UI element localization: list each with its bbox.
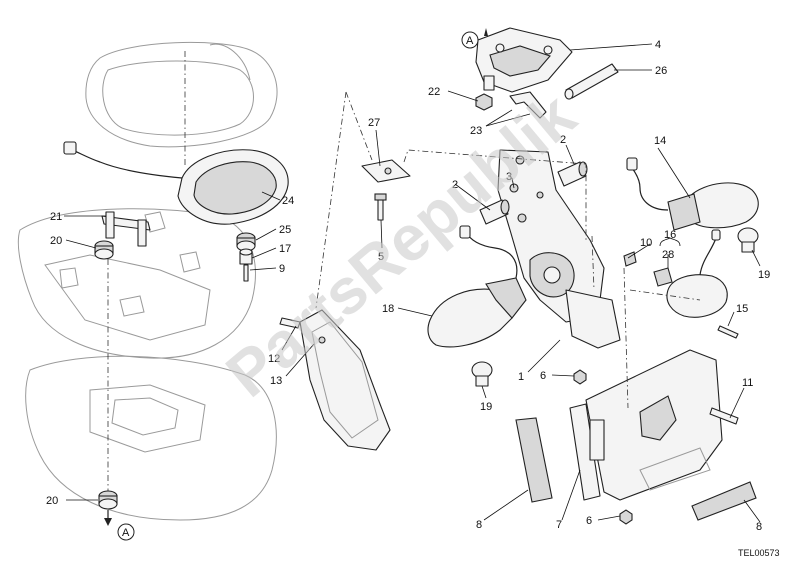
plate-27 [361, 159, 411, 221]
assembly-lines [315, 91, 701, 409]
nut-6-lower [619, 509, 633, 525]
top-bracket-4 [475, 27, 573, 93]
callout-11: 11 [742, 377, 753, 389]
grommet-20-lower [98, 490, 118, 526]
callout-28: 28 [662, 249, 674, 261]
bolt-2-right [557, 161, 588, 187]
callout-2-right: 2 [560, 134, 566, 146]
callout-24: 24 [282, 195, 294, 207]
callout-21: 21 [50, 211, 62, 223]
turn-signal-left [427, 225, 527, 348]
callout-13: 13 [270, 375, 282, 387]
callout-15: 15 [736, 303, 748, 315]
callout-7: 7 [556, 519, 562, 531]
turn-signal-right [626, 157, 759, 231]
grommet-20-upper [94, 240, 114, 260]
callout-6-lower: 6 [586, 515, 592, 527]
spacer-17 [239, 248, 253, 265]
reflector-8-left [515, 417, 553, 503]
callouts: 4 26 22 23 2 3 14 27 24 21 20 25 17 9 5 … [46, 39, 770, 533]
screw-15 [717, 325, 739, 339]
callout-19-left: 19 [480, 401, 492, 413]
callout-23: 23 [470, 125, 482, 137]
bulb-19-right [737, 227, 759, 253]
grommet-25 [236, 232, 256, 252]
pin-26 [564, 63, 619, 100]
brace-16 [659, 237, 681, 247]
callout-1: 1 [518, 371, 524, 383]
bulb-19-left [471, 361, 493, 387]
callout-8-right: 8 [756, 521, 762, 533]
bolt-2-left [479, 199, 510, 225]
nut-6-upper [573, 369, 587, 385]
screw-11 [709, 407, 739, 425]
callout-20-lower: 20 [46, 495, 58, 507]
section-a-bottom: A [117, 523, 135, 541]
clip-23 [509, 91, 547, 119]
callout-8-left: 8 [476, 519, 482, 531]
callout-26: 26 [655, 65, 667, 77]
section-a-bottom-label: A [122, 527, 130, 539]
callout-9: 9 [279, 263, 285, 275]
callout-20-upper: 20 [50, 235, 62, 247]
reflector-8-right [691, 481, 757, 521]
callout-17: 17 [279, 243, 291, 255]
tail-light [63, 141, 289, 225]
callout-12: 12 [268, 353, 280, 365]
drawing-reference: TEL00573 [738, 548, 780, 558]
callout-22: 22 [428, 86, 440, 98]
section-a-top-label: A [466, 35, 474, 47]
leader-lines [64, 43, 761, 523]
callout-25: 25 [279, 224, 291, 236]
callout-5: 5 [378, 251, 384, 263]
clip-10 [623, 251, 637, 267]
bracket-21 [101, 211, 151, 247]
callout-10: 10 [640, 237, 652, 249]
callout-19-right: 19 [758, 269, 770, 281]
screw-9 [243, 264, 249, 282]
callout-16: 16 [664, 229, 676, 241]
license-light-16 [653, 229, 728, 318]
plate-bracket-7 [569, 349, 723, 501]
callout-4: 4 [655, 39, 661, 51]
callout-27: 27 [368, 117, 380, 129]
section-a-top: A [461, 28, 488, 49]
callout-14: 14 [654, 135, 666, 147]
callout-3: 3 [506, 171, 512, 183]
callout-2-left: 2 [452, 179, 458, 191]
callout-18: 18 [382, 303, 394, 315]
nut-22 [475, 93, 493, 111]
rear-fairing-outline [17, 41, 278, 521]
plate-holder-1 [497, 149, 621, 349]
side-cover-13 [279, 309, 391, 451]
callout-6-upper: 6 [540, 370, 546, 382]
